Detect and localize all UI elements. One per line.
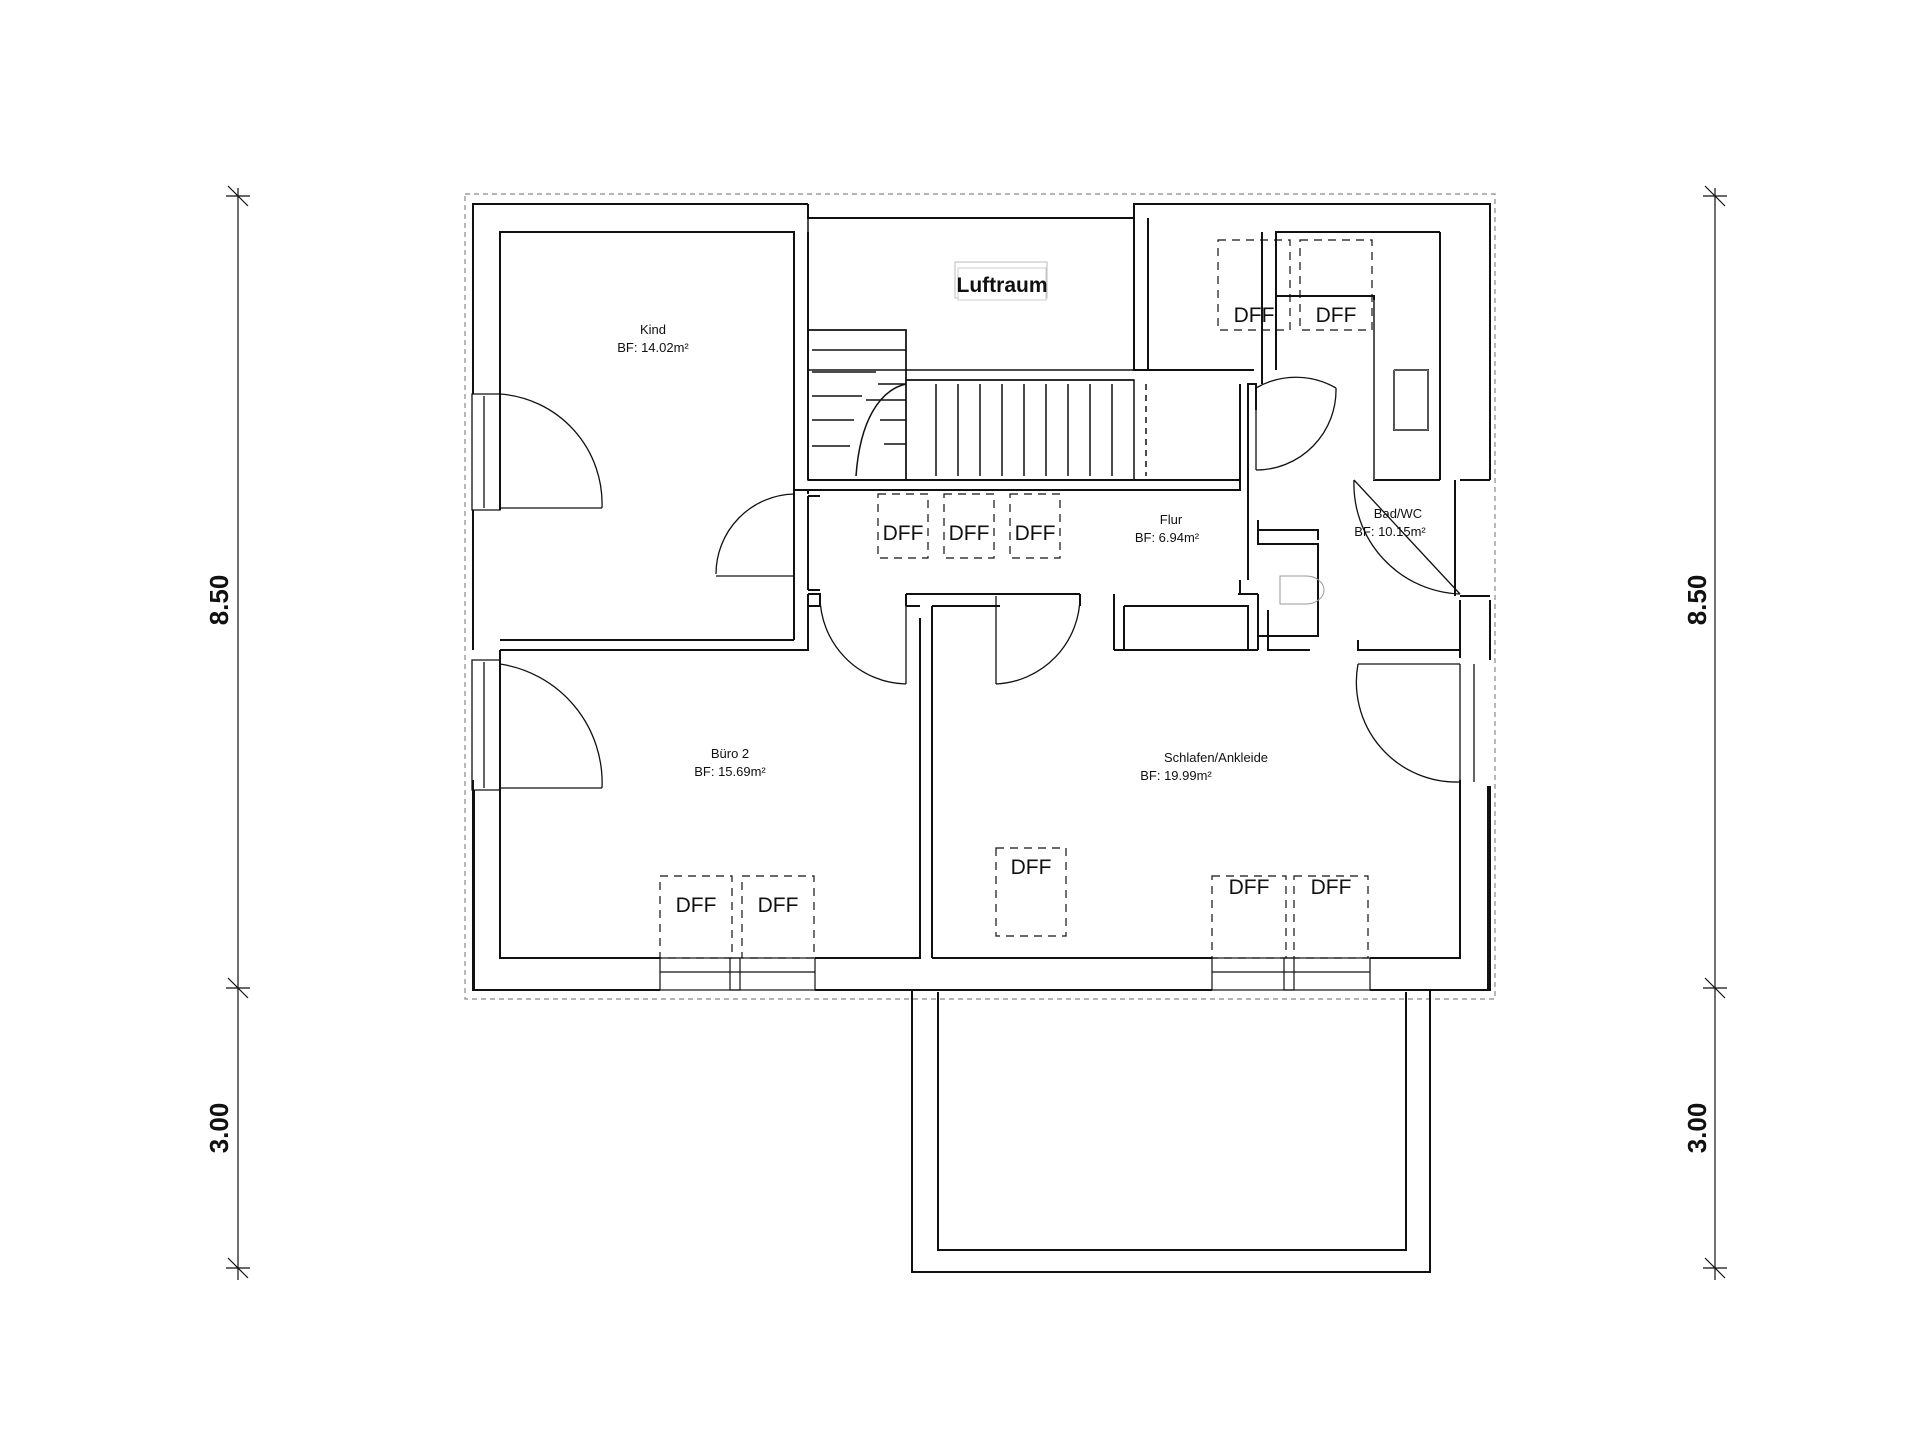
room-name-bad: Bad/WC [1374, 506, 1422, 521]
skylight-label: DFF [949, 522, 990, 545]
dimension-left-upper: 8.50 [204, 575, 234, 626]
skylight-label: DFF [1011, 856, 1052, 879]
skylight-frames [659, 239, 1373, 959]
bottom-windows [659, 957, 1371, 991]
skylight-label: DFF [1229, 876, 1270, 899]
skylight-label: DFF [1015, 522, 1056, 545]
skylight-label: DFF [883, 522, 924, 545]
staircase [807, 329, 1147, 481]
room-name-schlafen: Schlafen/Ankleide [1164, 750, 1268, 765]
balcony [911, 990, 1431, 1273]
roof-outline [464, 193, 1496, 1000]
luftraum-label: Luftraum [957, 274, 1048, 297]
dimension-left-lower: 3.00 [204, 1103, 234, 1154]
dimension-right-lower: 3.00 [1682, 1103, 1712, 1154]
room-area-buero: BF: 15.69m² [694, 764, 766, 779]
room-name-flur: Flur [1160, 512, 1183, 527]
dimension-lines [226, 185, 1727, 1280]
skylight-label: DFF [676, 894, 717, 917]
room-area-flur: BF: 6.94m² [1135, 530, 1200, 545]
skylight-label: DFF [1311, 876, 1352, 899]
dimension-right-upper: 8.50 [1682, 575, 1712, 626]
sanitary-fixtures [1279, 300, 1429, 605]
room-name-kind: Kind [640, 322, 666, 337]
room-name-buero: Büro 2 [711, 746, 749, 761]
room-area-bad: BF: 10.15m² [1354, 524, 1426, 539]
skylight-label: DFF [1316, 304, 1357, 327]
room-area-schlafen: BF: 19.99m² [1140, 768, 1212, 783]
buero-window-door [471, 659, 501, 791]
bad-walls [1261, 231, 1440, 481]
doors [471, 376, 1475, 791]
skylight-label: DFF [1234, 304, 1275, 327]
skylight-label: DFF [758, 894, 799, 917]
interior-walls [499, 479, 1490, 660]
kind-walls [500, 232, 809, 651]
kind-window-door [471, 393, 501, 511]
room-area-kind: BF: 14.02m² [617, 340, 689, 355]
